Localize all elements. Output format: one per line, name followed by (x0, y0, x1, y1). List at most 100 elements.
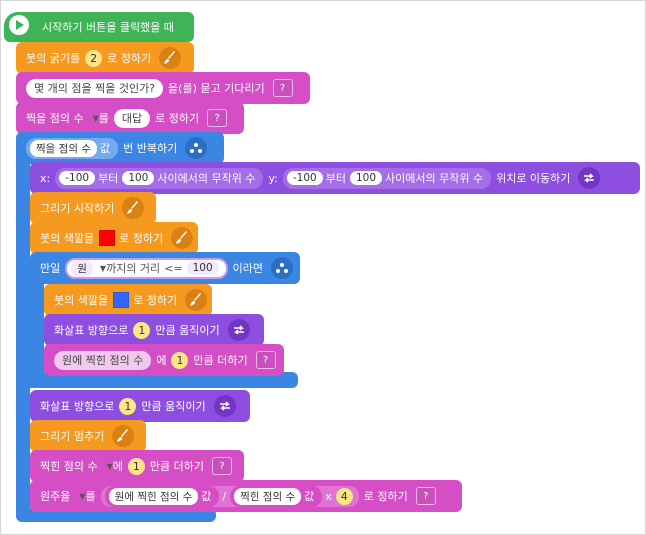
repeat-suffix: 번 반복하기 (123, 142, 178, 155)
move-outer-value[interactable]: 1 (119, 397, 137, 415)
ask-block[interactable]: 몇 개의 점을 찍을 것인가? 을(를) 묻고 기다리기 ? (16, 72, 310, 104)
move-to-xy-block[interactable]: x: -100 부터 100 사이에서의 무작위 수 y: -100 부터 10… (30, 162, 640, 194)
move-outer-suffix: 만큼 움직이기 (141, 400, 206, 413)
if-value[interactable]: 100 (186, 261, 219, 275)
b-var-capsule[interactable]: 찍힌 점의 수 값 (230, 485, 323, 507)
add-circle-points-block[interactable]: 원에 찍힌 점의 수 에 1 만큼 더하기 ? (44, 344, 284, 376)
set-pi-mid: 를 (85, 490, 96, 503)
brush-icon (185, 289, 208, 311)
divide-operator: / (222, 489, 227, 503)
draw-stop-label: 그리기 멈추기 (40, 430, 105, 443)
x-to-value[interactable]: 100 (122, 171, 155, 185)
b-var-value[interactable]: 찍힌 점의 수 (234, 487, 302, 505)
if-block[interactable]: 만일 원 ▼ 까지의 거리 <= 100 이라면 (30, 252, 300, 284)
repeat-val-label: 값 (99, 142, 111, 155)
ask-suffix: 을(를) 묻고 기다리기 (168, 82, 265, 95)
a-var-value[interactable]: 원에 찍힌 점의 수 (108, 487, 199, 505)
set-points-value[interactable]: 대답 (113, 108, 151, 128)
x-tail-label: 사이에서의 무작위 수 (157, 172, 256, 185)
set-points-block[interactable]: 찍을 점의 수 ▼ 를 대답 로 정하기 ? (16, 102, 244, 134)
x-from-value[interactable]: -100 (59, 171, 96, 185)
a-val-label: 값 (201, 490, 212, 503)
draw-start-label: 그리기 시작하기 (40, 202, 115, 215)
set-color-red-suffix: 로 정하기 (119, 232, 164, 245)
move-forward-outer-block[interactable]: 화살표 방향으로 1 만큼 움직이기 (30, 390, 250, 422)
set-pi-suffix: 로 정하기 (363, 490, 408, 503)
ask-question-input[interactable]: 몇 개의 점을 찍을 것인가? (26, 78, 164, 98)
repeat-var-capsule[interactable]: 찍을 점의 수 값 (26, 137, 119, 159)
repeat-loop-body (16, 160, 30, 518)
move-suffix: 위치로 이동하기 (496, 172, 571, 185)
repeat-icon (185, 137, 208, 159)
move-inner-value[interactable]: 1 (133, 321, 151, 339)
if-body (30, 280, 44, 388)
red-color-swatch[interactable] (99, 230, 116, 246)
repeat-var[interactable]: 찍을 점의 수 (30, 139, 97, 157)
set-thickness-suffix: 로 정하기 (107, 52, 152, 65)
chevron-down-icon: ▼ (92, 113, 99, 123)
brush-icon (171, 227, 194, 249)
multiply-value[interactable]: 4 (335, 487, 353, 505)
add-circle-mid: 에 (156, 354, 167, 367)
if-condition-capsule[interactable]: 원 ▼ 까지의 거리 <= 100 (65, 257, 228, 279)
if-operator: <= (164, 261, 183, 275)
add-points-mid: 에 (112, 460, 123, 473)
set-color-red-block[interactable]: 붓의 색깔을 로 정하기 (30, 222, 198, 254)
brush-icon (112, 425, 135, 447)
move-y-label: y: (268, 171, 278, 185)
move-icon (213, 395, 236, 417)
repeat-block[interactable]: 찍을 점의 수 값 번 반복하기 (16, 132, 224, 164)
x-random-capsule[interactable]: -100 부터 100 사이에서의 무작위 수 (55, 167, 264, 189)
blue-color-swatch[interactable] (113, 292, 130, 308)
set-color-red-label: 붓의 색깔을 (40, 232, 95, 245)
play-icon (6, 12, 32, 38)
set-points-var[interactable]: 찍을 점의 수 (26, 112, 84, 125)
question-icon: ? (211, 457, 232, 475)
set-thickness-block[interactable]: 붓의 굵기를 2 로 정하기 (16, 42, 194, 74)
set-points-mid: 를 (98, 112, 109, 125)
add-circle-value[interactable]: 1 (171, 351, 189, 369)
repeat-icon (271, 257, 294, 279)
pi-expression-capsule[interactable]: 원에 찍힌 점의 수 값 / 찍힌 점의 수 값 x 4 (100, 485, 359, 507)
draw-stop-block[interactable]: 그리기 멈추기 (30, 420, 146, 452)
move-icon (227, 319, 250, 341)
move-forward-inner-block[interactable]: 화살표 방향으로 1 만큼 움직이기 (44, 314, 264, 346)
thickness-value[interactable]: 2 (85, 49, 103, 67)
multiply-operator: x (325, 489, 332, 503)
question-icon: ? (272, 79, 293, 97)
move-inner-suffix: 만큼 움직이기 (155, 324, 220, 337)
add-points-var[interactable]: 찍힌 점의 수 (40, 460, 98, 473)
question-icon: ? (207, 109, 228, 127)
start-block-label: 시작하기 버튼을 클릭했을 때 (42, 21, 174, 34)
a-var-capsule[interactable]: 원에 찍힌 점의 수 값 (104, 485, 220, 507)
chevron-down-icon: ▼ (99, 263, 107, 273)
if-suffix: 이라면 (232, 262, 264, 275)
question-icon: ? (255, 351, 276, 369)
y-to-value[interactable]: 100 (349, 171, 382, 185)
set-color-blue-label: 붓의 색깔을 (54, 294, 109, 307)
if-distance-label: 까지의 거리 (106, 262, 161, 275)
question-icon: ? (415, 487, 436, 505)
b-val-label: 값 (304, 490, 315, 503)
chevron-down-icon: ▼ (79, 491, 86, 501)
move-outer-label: 화살표 방향으로 (40, 400, 115, 413)
set-pi-var[interactable]: 원주율 (40, 490, 71, 503)
add-points-block[interactable]: 찍힌 점의 수 ▼ 에 1 만큼 더하기 ? (30, 450, 244, 482)
move-icon (578, 167, 601, 189)
set-pi-block[interactable]: 원주율 ▼ 를 원에 찍힌 점의 수 값 / 찍힌 점의 수 값 x 4 로 정… (30, 480, 462, 512)
add-points-suffix: 만큼 더하기 (149, 460, 204, 473)
add-points-value[interactable]: 1 (127, 457, 145, 475)
add-circle-var[interactable]: 원에 찍힌 점의 수 (54, 350, 152, 370)
y-from-value[interactable]: -100 (286, 171, 323, 185)
brush-icon (122, 197, 145, 219)
start-block[interactable]: 시작하기 버튼을 클릭했을 때 (4, 12, 194, 42)
set-thickness-label: 붓의 굵기를 (26, 52, 81, 65)
if-object[interactable]: 원 (71, 259, 93, 277)
if-prefix: 만일 (40, 262, 61, 275)
move-x-label: x: (40, 171, 51, 185)
y-tail-label: 사이에서의 무작위 수 (385, 172, 484, 185)
draw-start-block[interactable]: 그리기 시작하기 (30, 192, 156, 224)
chevron-down-icon: ▼ (106, 461, 113, 471)
set-color-blue-block[interactable]: 붓의 색깔을 로 정하기 (44, 284, 212, 316)
y-random-capsule[interactable]: -100 부터 100 사이에서의 무작위 수 (282, 167, 492, 189)
